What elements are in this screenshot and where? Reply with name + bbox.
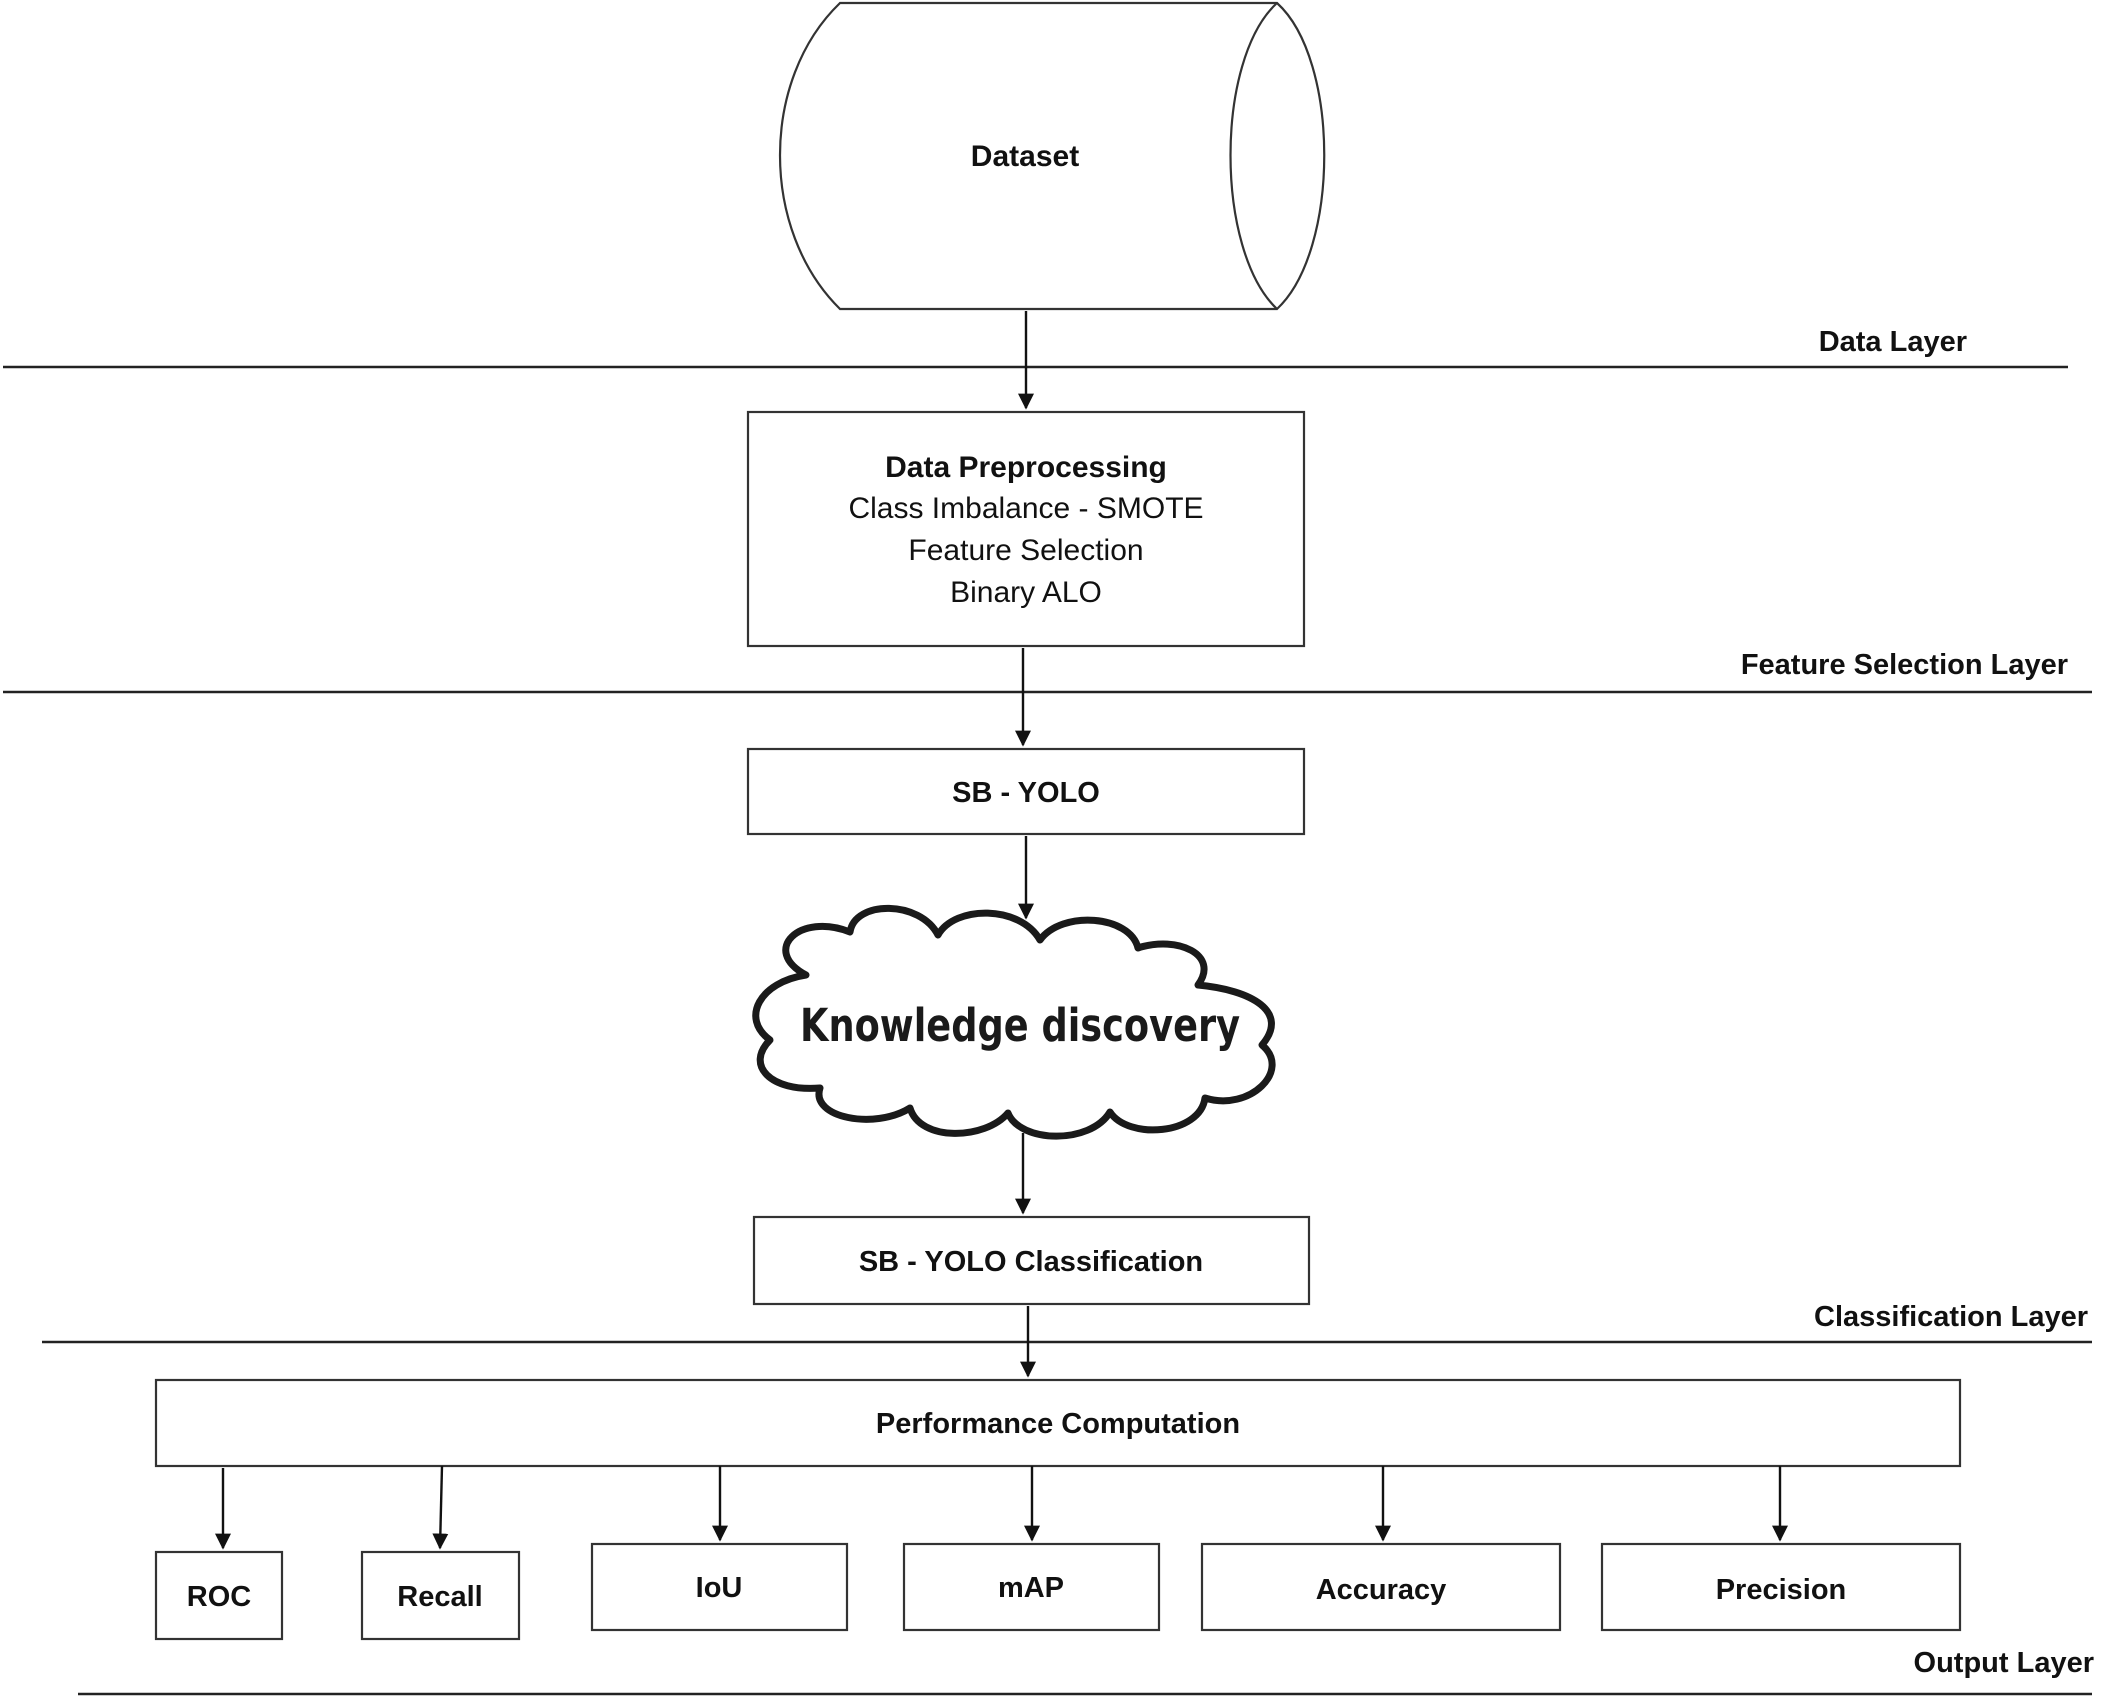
metric-label-precision: Precision <box>1716 1574 1847 1606</box>
preprocessing-line-3: Binary ALO <box>950 576 1102 609</box>
dataset-cylinder: Dataset <box>778 1 1326 311</box>
metric-box-recall: Recall <box>360 1550 521 1641</box>
classification-label: SB - YOLO Classification <box>859 1246 1203 1278</box>
sb-yolo-box: SB - YOLO <box>746 747 1306 836</box>
knowledge-discovery-cloud: Knowledge discovery <box>752 904 1276 1140</box>
performance-label: Performance Computation <box>876 1408 1240 1440</box>
preprocessing-title: Data Preprocessing <box>885 451 1167 484</box>
metric-box-precision: Precision <box>1600 1542 1962 1632</box>
metric-box-roc: ROC <box>154 1550 284 1641</box>
preprocessing-line-2: Feature Selection <box>908 534 1143 567</box>
performance-box: Performance Computation <box>154 1378 1962 1468</box>
classification-box: SB - YOLO Classification <box>752 1215 1311 1306</box>
metric-label-recall: Recall <box>397 1581 482 1613</box>
metric-box-map: mAP <box>902 1542 1161 1632</box>
classification-layer-label: Classification Layer <box>1814 1301 2088 1333</box>
metric-label-roc: ROC <box>187 1581 252 1613</box>
knowledge-discovery-label: Knowledge discovery <box>800 999 1240 1052</box>
metric-box-accuracy: Accuracy <box>1200 1542 1562 1632</box>
metric-label-map: mAP <box>998 1572 1064 1604</box>
sb-yolo-label: SB - YOLO <box>952 777 1100 809</box>
cloud-shape <box>752 904 1276 1140</box>
metric-label-iou: IoU <box>696 1572 743 1604</box>
preprocessing-line-1: Class Imbalance - SMOTE <box>848 492 1203 525</box>
metric-box-iou: IoU <box>590 1542 849 1632</box>
feature-selection-layer-label: Feature Selection Layer <box>1741 649 2068 681</box>
output-layer-label: Output Layer <box>1914 1647 2094 1679</box>
dataset-label: Dataset <box>971 140 1079 173</box>
arrow-to-recall <box>432 1465 449 1550</box>
preprocessing-box: Data Preprocessing Class Imbalance - SMO… <box>746 410 1306 648</box>
metric-label-accuracy: Accuracy <box>1316 1574 1447 1606</box>
data-layer-label: Data Layer <box>1819 326 1967 358</box>
